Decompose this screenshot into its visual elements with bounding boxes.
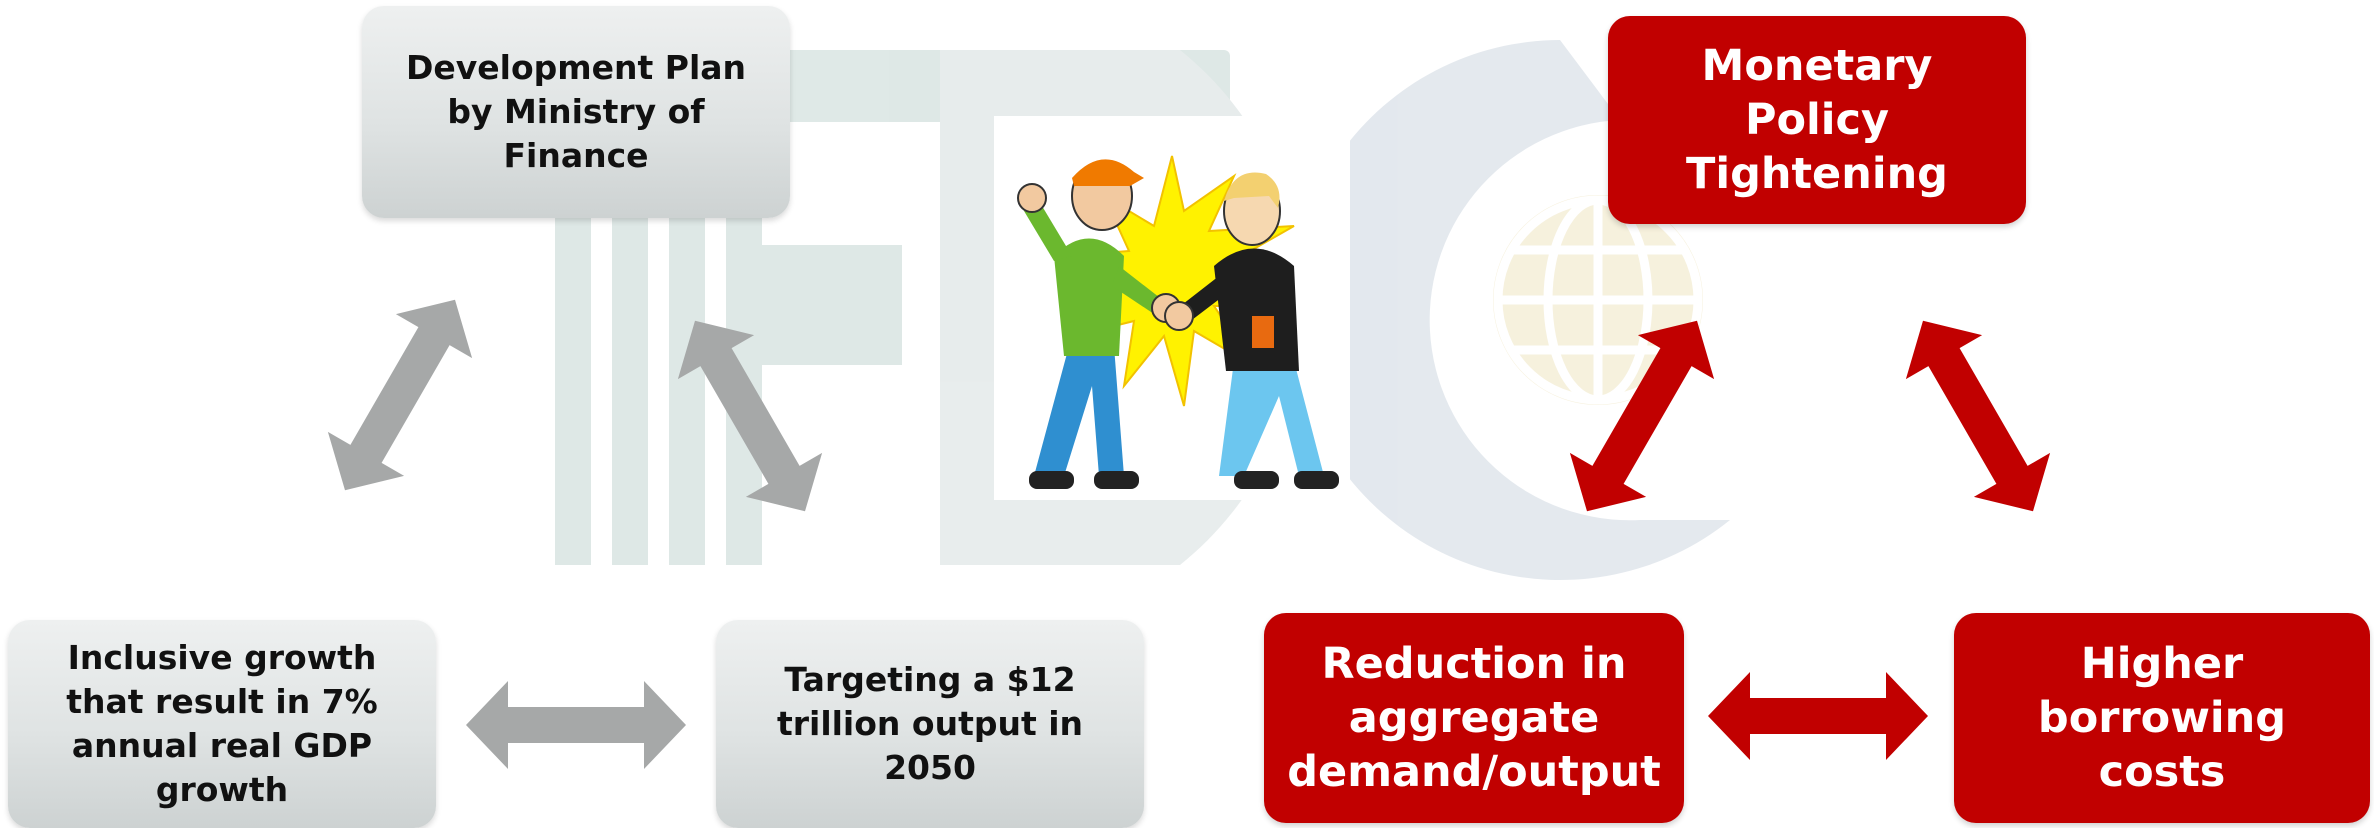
double-arrow-icon [1884,298,2072,534]
inclusive-growth-box: Inclusive growth that result in 7% annua… [8,620,436,828]
double-arrow-icon [1548,298,1736,534]
globe-icon [1493,195,1703,405]
double-arrow-icon [466,681,686,769]
development-plan-label: Development Plan by Ministry of Finance [405,48,747,175]
output-target-label: Targeting a $12 trillion output in 2050 [776,660,1084,787]
aggregate-demand-label: Reduction in aggregate demand/output [1287,639,1661,797]
double-arrow-icon [1708,672,1928,760]
aggregate-demand-box: Reduction in aggregate demand/output [1264,613,1684,823]
monetary-policy-label: Monetary Policy Tightening [1686,41,1948,199]
inclusive-growth-label: Inclusive growth that result in 7% annua… [66,638,378,809]
borrowing-costs-label: Higher borrowing costs [2037,639,2287,797]
monetary-policy-box: Monetary Policy Tightening [1608,16,2026,224]
double-arrow-icon [306,277,494,513]
development-plan-box: Development Plan by Ministry of Finance [362,6,790,218]
two-men-fighting-icon [994,116,1350,500]
double-arrow-icon [656,298,844,534]
borrowing-costs-box: Higher borrowing costs [1954,613,2370,823]
output-target-box: Targeting a $12 trillion output in 2050 [716,620,1144,828]
